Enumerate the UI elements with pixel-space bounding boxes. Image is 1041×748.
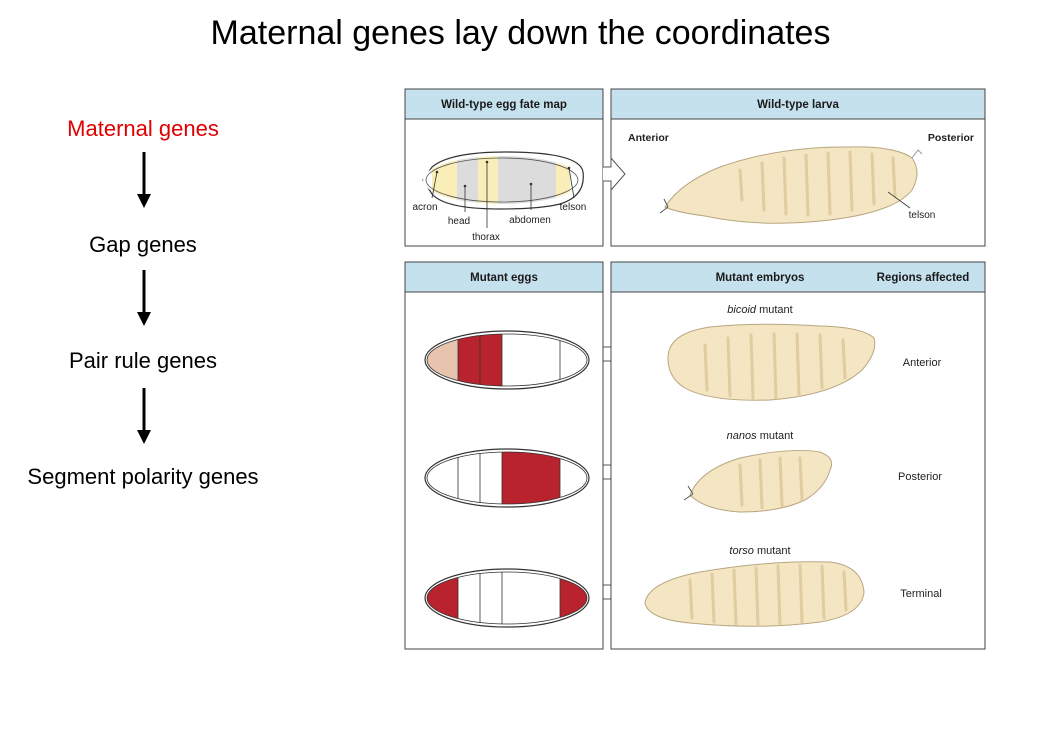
panel-mutant-embryos: Mutant embryos Regions affected bicoid m…	[610, 261, 986, 650]
mutant-label-bicoid: bicoid mutant	[727, 304, 792, 316]
label-acron: acron	[412, 202, 437, 213]
panel-header: Mutant eggs	[470, 272, 538, 284]
label-anterior: Anterior	[628, 132, 669, 144]
down-arrow-icon	[137, 388, 151, 444]
panel-header-bg	[404, 261, 604, 293]
hierarchy-segment-polarity-genes: Segment polarity genes	[27, 464, 259, 489]
panel-wild-type-larva: Wild-type larva Anterior Posterior telso…	[610, 88, 986, 247]
panel-header: Wild-type egg fate map	[441, 99, 567, 111]
mutant-egg-bicoid	[424, 330, 590, 390]
label-abdomen: abdomen	[509, 215, 551, 226]
hierarchy-maternal-genes: Maternal genes	[67, 116, 219, 141]
down-arrow-icon	[137, 152, 151, 208]
mutant-egg-torso	[424, 568, 590, 628]
label-posterior: Posterior	[928, 132, 974, 144]
panel-header-bg	[610, 88, 986, 120]
mutant-label-nanos: nanos mutant	[727, 430, 794, 442]
mouth-hooks	[659, 198, 669, 214]
label-thorax: thorax	[472, 232, 500, 243]
mutant-label-torso: torso mutant	[729, 545, 790, 557]
region-anterior: Anterior	[903, 357, 942, 369]
larva-segments	[738, 150, 897, 217]
region-terminal: Terminal	[900, 588, 942, 600]
hierarchy-gap-genes: Gap genes	[89, 232, 197, 257]
panel-header: Wild-type larva	[757, 99, 839, 111]
hierarchy-pair-rule-genes: Pair rule genes	[69, 348, 217, 373]
label-head: head	[448, 216, 470, 227]
label-telson: telson	[560, 202, 587, 213]
larva-body	[664, 146, 918, 224]
panel-header-bg	[610, 261, 986, 293]
embryo-torso	[644, 561, 865, 627]
mutant-egg-nanos	[424, 448, 590, 508]
region-posterior: Posterior	[898, 471, 942, 483]
down-arrow-icon	[137, 270, 151, 326]
panel-mutant-eggs: Mutant eggs	[404, 261, 604, 650]
label-larva-telson: telson	[909, 210, 936, 221]
slide-title: Maternal genes lay down the coordinates	[210, 14, 831, 52]
panel-wild-type-egg: Wild-type egg fate map acron head thorax…	[404, 88, 604, 247]
panel-header: Mutant embryos	[716, 272, 805, 284]
panel-header-bg	[404, 88, 604, 120]
panel-header-regions: Regions affected	[877, 272, 970, 284]
